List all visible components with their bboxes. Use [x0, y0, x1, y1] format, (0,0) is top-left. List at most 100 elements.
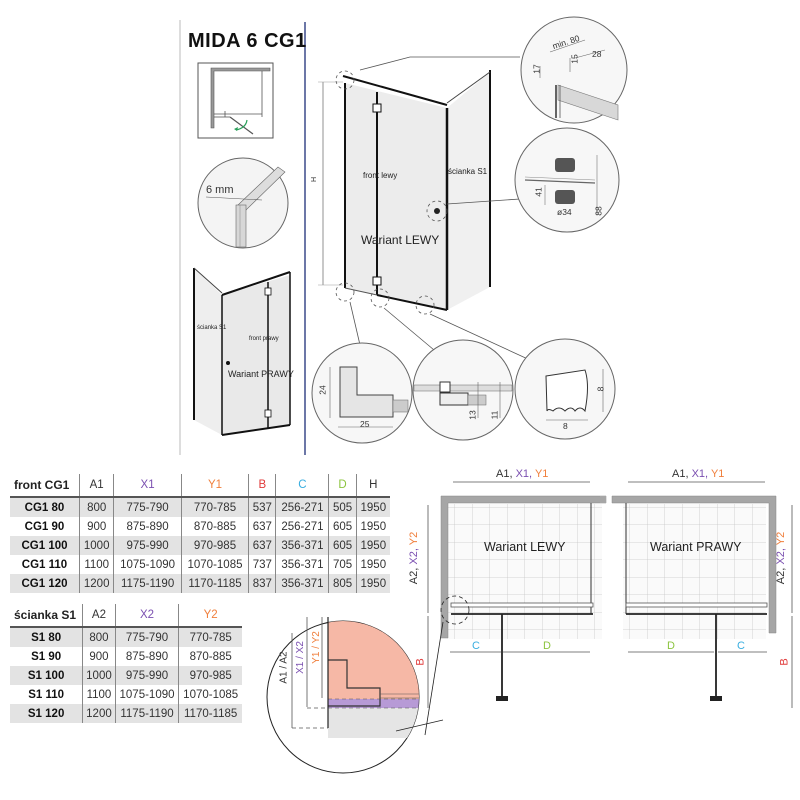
table-cell: 356-371: [275, 574, 329, 593]
plan-left-d: D: [543, 640, 551, 652]
table-row: CG1 120 1200 1175-1190 1170-1185 837 356…: [10, 574, 390, 593]
table-cell: 975-990: [113, 536, 182, 555]
table-cell: 1170-1185: [180, 574, 249, 593]
table-cell: 637: [248, 536, 276, 555]
table-cell: CG1 90: [24, 520, 65, 533]
table-cell: S1 80: [10, 627, 83, 647]
table-header-row: ścianka S1 A2 X2 Y2: [10, 604, 242, 628]
plan-left-top-dim: A1, X1, Y1: [496, 468, 548, 480]
table-cell: 875-890: [114, 647, 179, 666]
col-header: H: [355, 474, 390, 498]
height-label: H: [311, 176, 319, 183]
table-cell: 605: [328, 517, 357, 536]
col-header: Y2: [178, 604, 242, 628]
table-cell: 805: [328, 574, 357, 593]
gasket-height-label: 8: [595, 386, 606, 392]
table-row: CG1 110 1100 1075-1090 1070-1085 737 356…: [10, 555, 390, 574]
front-label-left: front lewy: [363, 171, 398, 180]
handle-diameter-label: ø34: [557, 207, 572, 217]
col-header: X1: [113, 474, 182, 498]
plan-left-side-dim: A2, X2, Y2: [408, 532, 420, 584]
wall-dimensions-table: ścianka S1 A2 X2 Y2 S1 80 800 775-790 77…: [10, 604, 242, 723]
table-cell: 800: [82, 627, 116, 647]
bracket-17-label: 17: [531, 64, 542, 74]
col-header: ścianka S1: [10, 604, 83, 628]
table-cell: CG1 120: [10, 574, 80, 593]
col-header: X2: [114, 604, 179, 628]
table-cell: 900: [82, 647, 116, 666]
glass-thickness-detail: [197, 157, 289, 249]
handle-41-label: 41: [533, 187, 544, 197]
table-cell: 775-790: [114, 627, 179, 647]
table-cell: 770-785: [180, 497, 249, 517]
plan-left-c: C: [472, 640, 480, 652]
table-cell: 1950: [355, 574, 390, 593]
table-cell: 1175-1190: [114, 704, 179, 723]
table-cell: 1000: [82, 666, 116, 685]
table-row: S1 120 1200 1175-1190 1170-1185: [10, 704, 242, 723]
dim-y1: Y1: [534, 468, 549, 480]
table-cell: S1 90: [31, 650, 62, 663]
table-cell: 705: [328, 555, 357, 574]
top-bracket-detail: [520, 16, 628, 124]
table-cell: 505: [328, 497, 357, 517]
plan-right-variant: Wariant PRAWY: [650, 540, 742, 554]
plan-right-d: D: [667, 640, 675, 652]
front-dimensions-table: front CG1 A1 X1 Y1 B C D H CG1 80 800 77…: [10, 474, 390, 593]
table-cell: 1070-1085: [178, 685, 242, 704]
table-row: S1 100 1000 975-990 970-985: [10, 666, 242, 685]
table-cell: 1950: [355, 555, 390, 574]
col-header: Y1: [180, 474, 249, 498]
perspective-right-small: [193, 267, 291, 436]
table-cell: 605: [328, 536, 357, 555]
dim-x1: X1,: [691, 468, 711, 480]
table-cell: 837: [248, 574, 276, 593]
product-title: MIDA 6 CG1: [188, 30, 307, 52]
profile-width-label: 25: [360, 419, 370, 429]
col-header: D: [328, 474, 357, 498]
perspective-left-large: [318, 56, 531, 361]
floor-plan-left: [424, 481, 607, 736]
zoom-y-label: Y1 / Y2: [310, 631, 322, 664]
zoom-x-label: X1 / X2: [294, 641, 306, 674]
plan-right-side-dim: A2, X2, Y2: [775, 532, 787, 584]
seal-11-label: 11: [489, 410, 500, 420]
table-header-row: front CG1 A1 X1 Y1 B C D H: [10, 474, 390, 498]
table-cell: 1175-1190: [113, 574, 182, 593]
table-cell: 800: [78, 497, 114, 517]
table-cell: 537: [248, 497, 276, 517]
table-cell: S1 110: [28, 688, 65, 701]
table-cell: 1950: [355, 517, 390, 536]
plan-left-variant: Wariant LEWY: [484, 540, 566, 554]
bracket-15-label: 15: [569, 54, 580, 64]
table-cell: 1100: [78, 555, 114, 574]
table-cell: 1070-1085: [180, 555, 249, 574]
col-header: C: [275, 474, 329, 498]
bottom-seal-detail: [412, 339, 514, 441]
table-row: S1 110 1100 1075-1090 1070-1085: [10, 685, 242, 704]
seal-13-label: 13: [467, 410, 478, 420]
table-cell: 900: [78, 517, 114, 536]
wall-label-right: ścianka S1: [197, 325, 227, 331]
table-cell: 737: [248, 555, 276, 574]
plan-right-top-dim: A1, X1, Y1: [672, 468, 724, 480]
table-cell: 775-790: [113, 497, 182, 517]
wall-profile-detail: [311, 342, 413, 444]
table-cell: S1 100: [10, 666, 83, 685]
table-cell: 256-271: [275, 497, 329, 517]
table-cell: 1075-1090: [114, 685, 179, 704]
dim-a2: A2,: [775, 564, 788, 585]
dim-y2: Y2: [775, 531, 788, 546]
table-row: CG1 90 900 875-890 870-885 637 256-271 6…: [10, 517, 390, 536]
wall-offset-zoom-detail: [266, 617, 444, 774]
gasket-detail: [514, 338, 616, 440]
table-cell: 356-371: [275, 536, 329, 555]
table-cell: 875-890: [113, 517, 182, 536]
dim-x1: X1,: [515, 468, 535, 480]
dim-a1: A1,: [672, 468, 692, 480]
wall-label-left: ścianka S1: [448, 167, 488, 176]
plan-right-b: B: [778, 658, 791, 666]
table-cell: 970-985: [178, 666, 242, 685]
handle-88-label: 88: [593, 206, 604, 216]
